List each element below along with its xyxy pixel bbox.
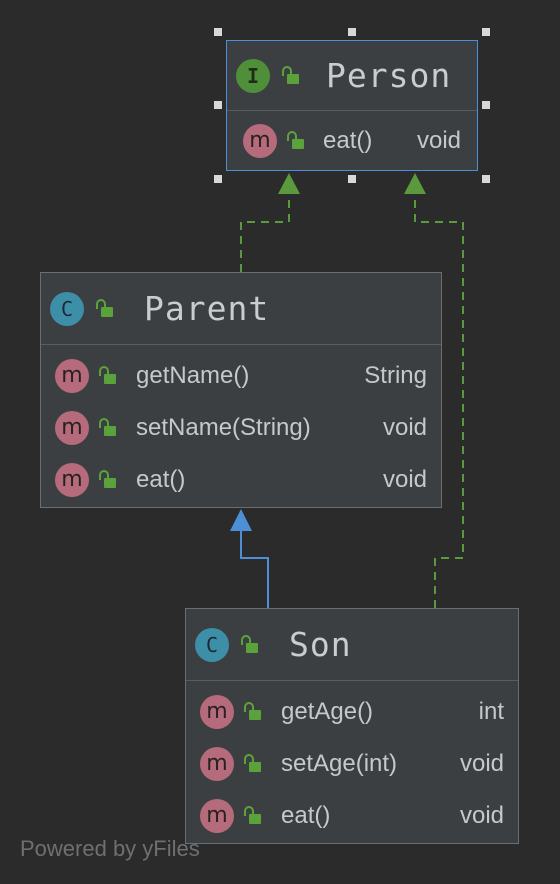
edge-son-implements-person[interactable] [414,190,464,608]
selection-handle[interactable] [214,28,222,36]
method-icon: m [55,463,89,497]
selection-handle[interactable] [482,175,490,183]
method-name: eat() [136,466,186,493]
method-return-type: int [478,698,504,725]
selection-handle[interactable] [348,28,356,36]
method-icon: m [200,799,234,833]
selection-handle[interactable] [214,101,222,109]
method-return-type: void [382,414,427,441]
edge-parent-implements-person[interactable] [240,190,290,272]
method-return-type: void [416,127,461,154]
class-title: Parent [144,289,270,328]
public-lock-icon [96,298,116,318]
method-list: m eat() void [227,111,477,166]
method-icon: m [200,747,234,781]
method-name: setAge(int) [281,750,398,777]
public-lock-icon [99,366,119,385]
method-row[interactable]: m eat() void [186,790,518,842]
class-icon: C [195,627,229,662]
method-list: m getName() String m setName(String) voi… [41,345,441,506]
method-return-type: void [459,802,504,829]
implements-arrowhead-son [404,173,426,194]
method-row[interactable]: m setAge(int) void [186,738,518,790]
class-node-person[interactable]: I Person m eat() void [226,40,478,171]
selection-handle[interactable] [348,175,356,183]
method-icon: m [55,411,89,445]
method-row[interactable]: m setName(String) void [41,402,441,454]
method-row[interactable]: m eat() void [227,116,477,166]
method-list: m getAge() int m setAge(int) void m eat(… [186,681,518,842]
method-name: getName() [136,362,250,389]
selection-handle[interactable] [482,101,490,109]
class-header: C Son [186,609,518,681]
method-return-type: void [382,466,427,493]
method-icon: m [243,124,277,158]
selection-handle[interactable] [214,175,222,183]
extends-arrowhead [230,509,252,531]
method-row[interactable]: m eat() void [41,454,441,506]
method-name: eat() [323,127,373,154]
interface-icon: I [236,58,270,93]
class-title: Person [326,56,452,95]
class-node-son[interactable]: C Son m getAge() int m setAge(int) void … [185,608,519,844]
public-lock-icon [99,418,119,437]
public-lock-icon [244,806,264,825]
class-title: Son [289,625,352,664]
public-lock-icon [287,131,307,150]
public-lock-icon [282,65,302,85]
method-return-type: String [364,362,427,389]
method-name: getAge() [281,698,374,725]
class-node-parent[interactable]: C Parent m getName() String m setName(St… [40,272,442,508]
public-lock-icon [99,470,119,489]
selection-handle[interactable] [482,28,490,36]
class-header: C Parent [41,273,441,345]
edge-son-extends-parent[interactable] [240,528,269,608]
powered-by-label: Powered by yFiles [20,836,200,861]
implements-arrowhead-parent [278,173,300,194]
method-row[interactable]: m getName() String [41,350,441,402]
public-lock-icon [244,754,264,773]
class-header: I Person [227,41,477,111]
method-return-type: void [459,750,504,777]
public-lock-icon [244,702,264,721]
method-icon: m [55,359,89,393]
public-lock-icon [241,634,261,654]
method-row[interactable]: m getAge() int [186,686,518,738]
method-name: eat() [281,802,331,829]
method-name: setName(String) [136,414,311,441]
class-icon: C [50,291,84,326]
method-icon: m [200,695,234,729]
